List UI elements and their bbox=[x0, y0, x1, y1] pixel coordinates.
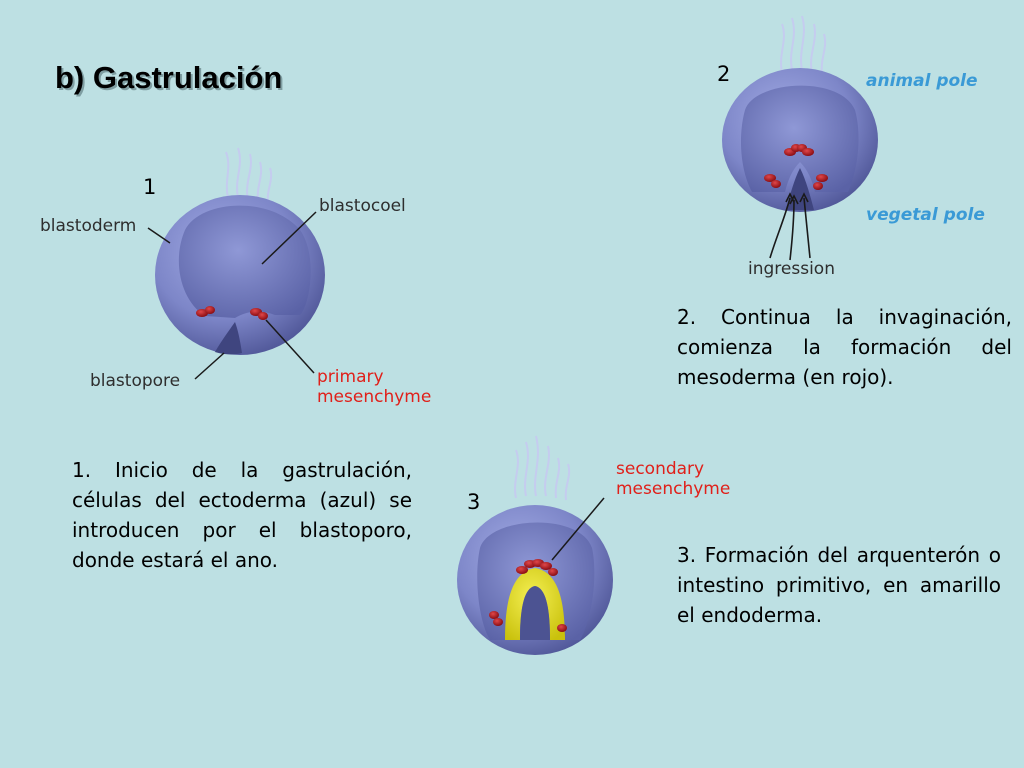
stage-2-mesoderm-cells bbox=[764, 144, 828, 190]
label-blastocoel: blastocoel bbox=[319, 196, 406, 216]
label-animal-pole: animal pole bbox=[866, 71, 978, 91]
page-title: b) Gastrulación bbox=[55, 60, 283, 95]
label-primary-mesenchyme-1: primary bbox=[317, 367, 384, 387]
label-vegetal-pole: vegetal pole bbox=[866, 205, 985, 225]
stage-3-leader-line bbox=[551, 497, 605, 561]
stage-3-mesenchyme-cells bbox=[489, 559, 567, 632]
stage-1-description: 1. Inicio de la gastrulación, células de… bbox=[72, 458, 412, 572]
stage-1-embryo bbox=[155, 195, 325, 355]
label-blastopore: blastopore bbox=[90, 371, 180, 391]
label-secondary-mesenchyme-2: mesenchyme bbox=[616, 479, 730, 499]
stage-3-endoderm bbox=[505, 568, 565, 640]
label-secondary-mesenchyme-1: secondary bbox=[616, 459, 704, 479]
stage-1-number: 1 bbox=[143, 175, 157, 199]
label-blastoderm: blastoderm bbox=[40, 216, 136, 236]
stage-3-description: 3. Formación del arquenterón o intestino… bbox=[677, 543, 1001, 627]
stage-2-diagram: animal pole vegetal pole ingression bbox=[722, 15, 985, 279]
stage-1-mesenchyme-cells bbox=[196, 306, 268, 320]
stage-2-ingression-arrows bbox=[769, 192, 811, 261]
stage-1-leader-lines bbox=[147, 211, 317, 380]
stage-2-embryo bbox=[722, 68, 878, 212]
label-ingression: ingression bbox=[748, 259, 835, 279]
stage-1-diagram: blastoderm blastocoel blastopore primary… bbox=[40, 147, 431, 407]
stage-2-cilia bbox=[780, 15, 827, 75]
stage-2-description: 2. Continua la invaginación, comienza la… bbox=[677, 305, 1012, 389]
stage-3-number: 3 bbox=[467, 490, 481, 514]
stage-3-diagram: secondary mesenchyme bbox=[457, 435, 730, 655]
stage-3-cilia bbox=[514, 435, 571, 501]
label-primary-mesenchyme-2: mesenchyme bbox=[317, 387, 431, 407]
stage-1-cilia bbox=[225, 147, 273, 205]
stage-2-number: 2 bbox=[717, 62, 731, 86]
